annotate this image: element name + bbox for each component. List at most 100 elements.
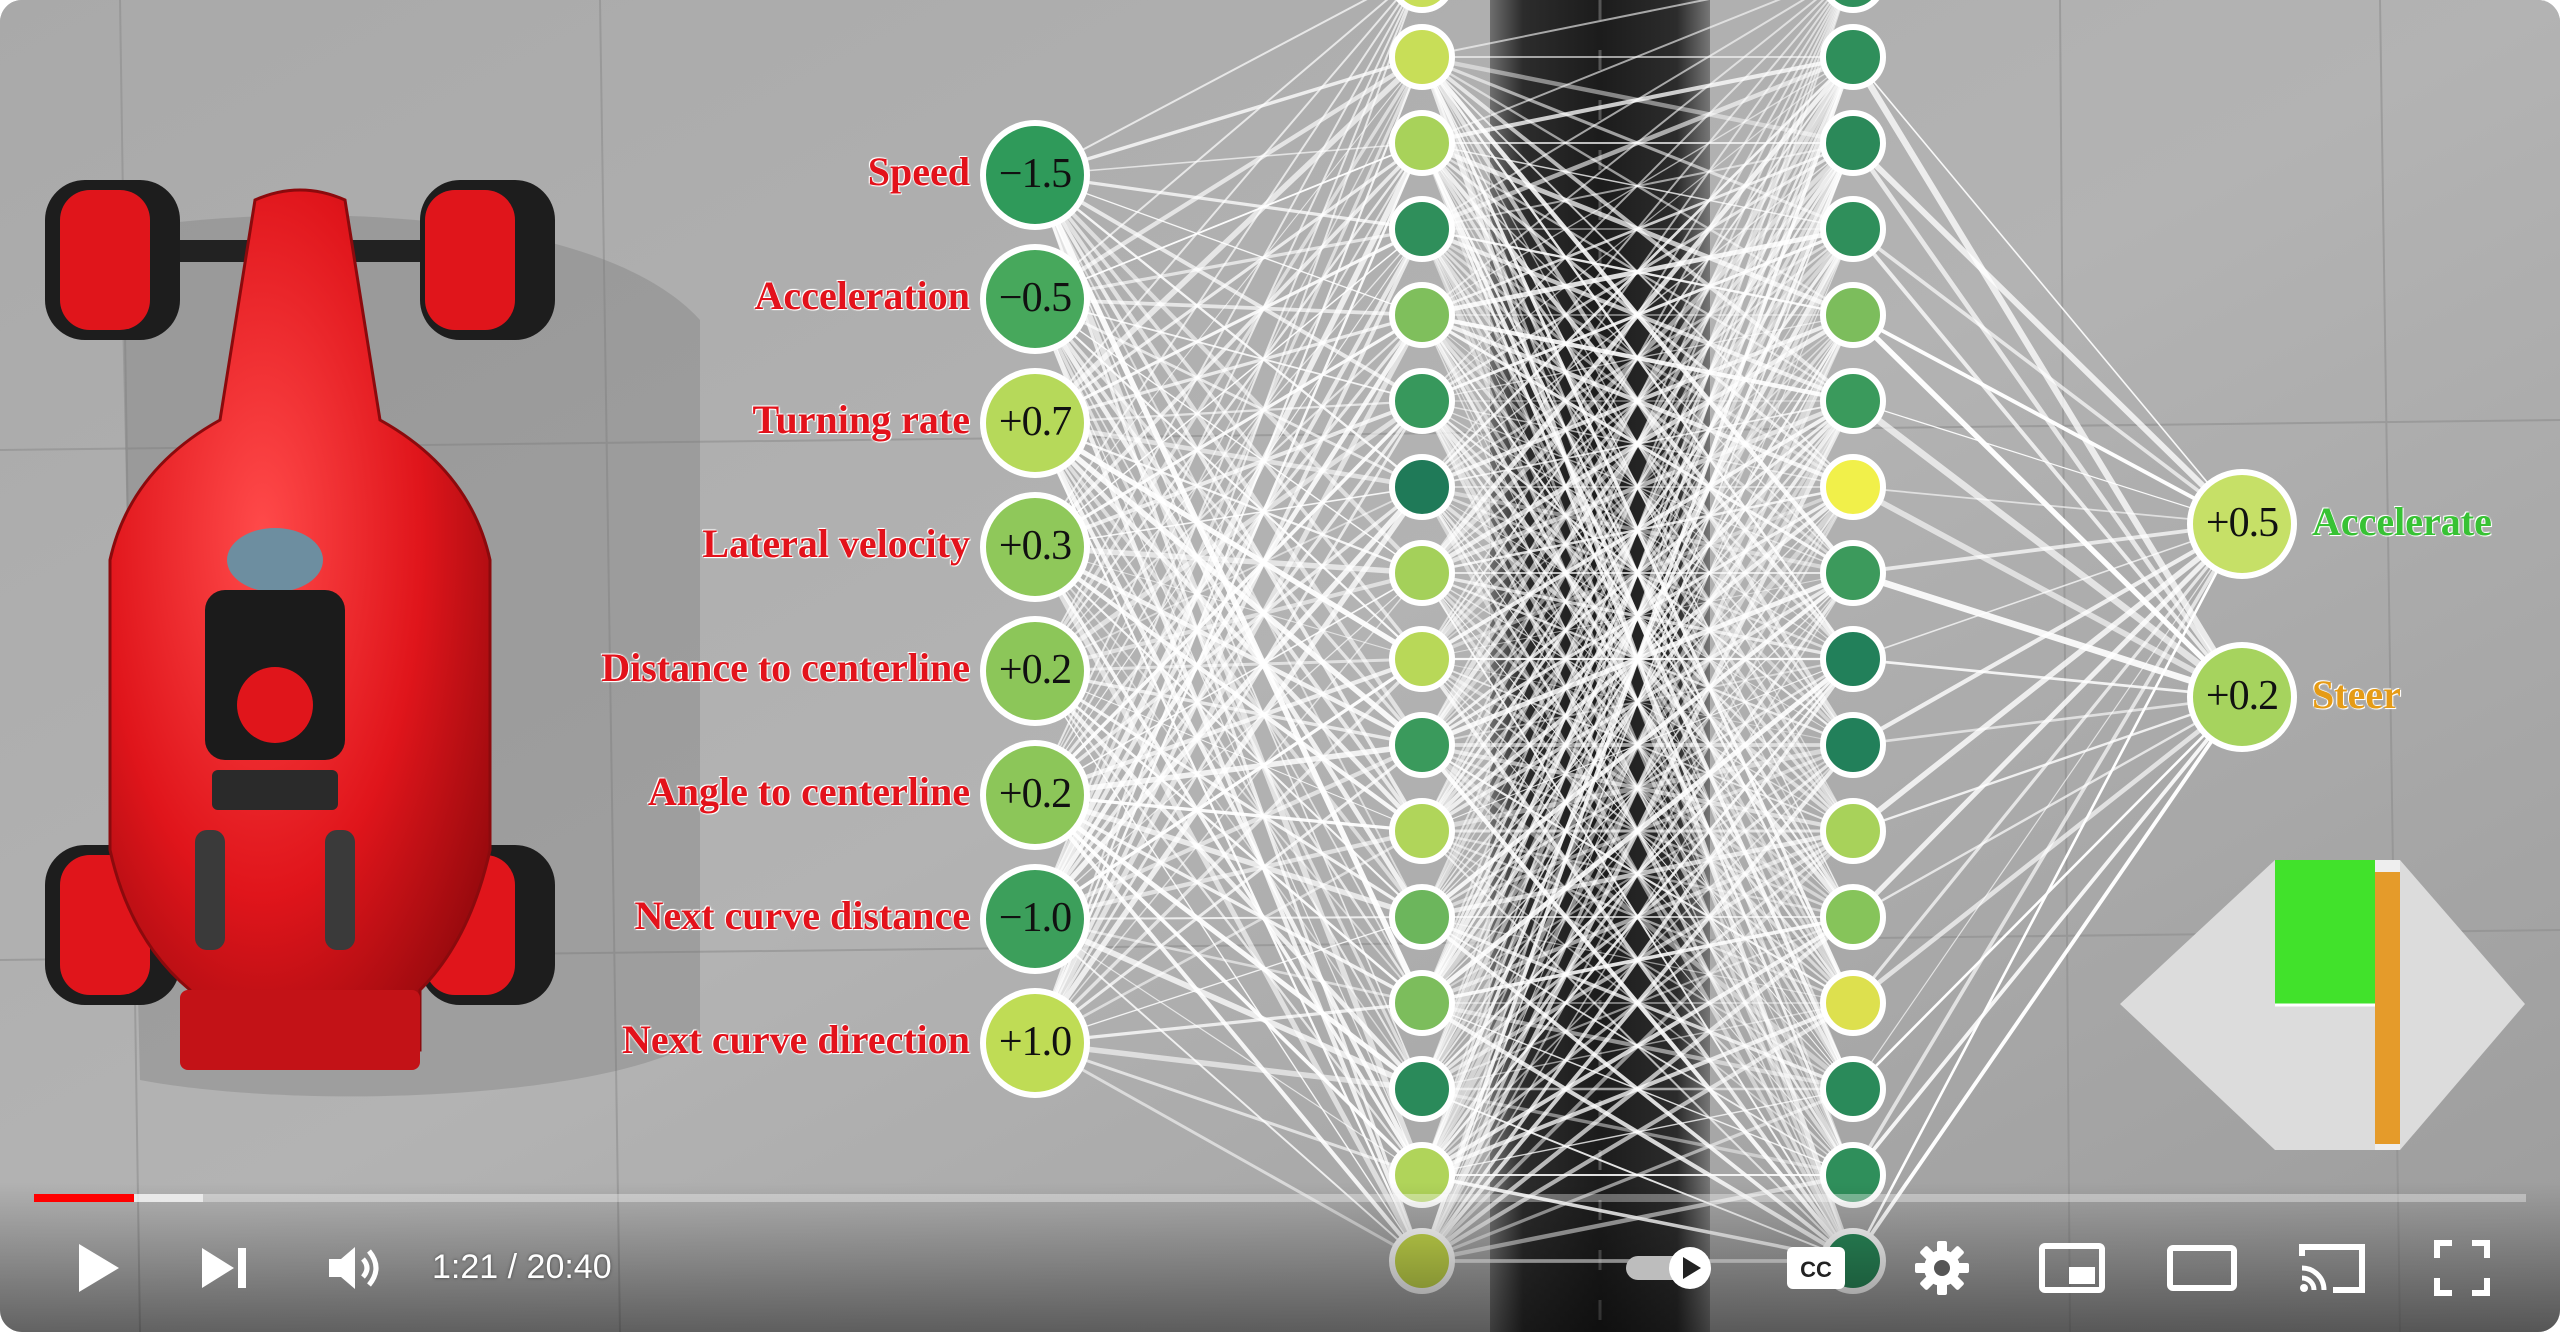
- input-label: Angle to centerline: [647, 769, 970, 814]
- duration: 20:40: [526, 1248, 612, 1286]
- connection-line: [1034, 1041, 1423, 1177]
- play-icon: [79, 1244, 119, 1292]
- current-time: 1:21: [432, 1248, 499, 1286]
- connection-line: [1851, 695, 2244, 1177]
- connection-line: [1034, 669, 1423, 919]
- connection-line: [1851, 522, 2244, 919]
- hidden-node: [1389, 712, 1455, 778]
- connection-line: [1034, 298, 1423, 1004]
- connection-line: [1032, 485, 1425, 921]
- hidden-node: [1820, 110, 1886, 176]
- input-value: +1.0: [998, 1019, 1072, 1065]
- connection-line: [1033, 313, 1424, 797]
- connection-line: [1033, 657, 1424, 1045]
- connection-line: [1034, 0, 1413, 1044]
- connection-line: [1034, 918, 1423, 1176]
- connection-line: [1421, 1087, 1854, 1263]
- connection-line: [1033, 56, 1424, 1044]
- connection-line: [1033, 399, 1424, 921]
- connection-line: [1420, 1001, 1855, 1263]
- connection-line: [1034, 0, 1411, 920]
- connection-line: [1852, 400, 2243, 525]
- connection-line: [1421, 0, 1842, 1004]
- connection-line: [1420, 400, 1855, 1262]
- hidden-node: [1389, 24, 1455, 90]
- progress-played: [34, 1194, 134, 1202]
- input-value: +0.7: [998, 399, 1072, 445]
- connection-line: [1420, 743, 1855, 1263]
- connection-line: [1034, 571, 1423, 673]
- connection-line: [1421, 0, 1818, 316]
- hidden-node: [1820, 1142, 1886, 1208]
- theater-mode-button[interactable]: [2160, 1232, 2244, 1304]
- connection-line: [1420, 56, 1855, 1262]
- connection-line: [1421, 0, 1838, 746]
- connection-line: [1034, 916, 1423, 1044]
- connection-line: [1033, 793, 1424, 1177]
- connection-line: [1421, 486, 1854, 1262]
- connection-line: [1420, 829, 1855, 1263]
- connection-line: [1421, 0, 1844, 1176]
- autoplay-toggle[interactable]: [1620, 1232, 1720, 1304]
- connection-line: [1421, 0, 1830, 488]
- connection-line: [1420, 657, 1855, 1263]
- connection-line: [1034, 142, 1423, 796]
- input-label: Distance to centerline: [601, 645, 970, 690]
- connection-line: [1033, 298, 1424, 1090]
- miniplayer-button[interactable]: [2030, 1232, 2114, 1304]
- play-button[interactable]: [58, 1232, 138, 1304]
- connection-line: [1033, 669, 1424, 1091]
- hidden-node: [1389, 1056, 1455, 1122]
- connection-line: [1421, 0, 1781, 144]
- connection-line: [1034, 0, 1410, 796]
- hidden-node: [1820, 626, 1886, 692]
- mute-button[interactable]: [314, 1232, 394, 1304]
- connection-line: [1032, 313, 1425, 921]
- fullscreen-button[interactable]: [2420, 1232, 2504, 1304]
- connection-line: [1034, 399, 1423, 549]
- connection-line: [1033, 422, 1424, 1262]
- input-value: −1.0: [998, 895, 1072, 941]
- settings-button[interactable]: [1902, 1232, 1982, 1304]
- hidden-node: [1389, 1142, 1455, 1208]
- connection-line: [1421, 0, 1836, 660]
- connection-line: [1421, 0, 1841, 918]
- connection-line: [1032, 141, 1425, 921]
- gauge-right-triangle: [2400, 860, 2525, 1150]
- connection-line: [1034, 670, 1423, 832]
- input-label: Speed: [867, 149, 970, 194]
- input-label: Next curve direction: [621, 1017, 970, 1062]
- connection-line: [1034, 0, 1404, 548]
- connection-line: [1034, 313, 1423, 425]
- input-node: [980, 492, 1090, 602]
- connection-line: [1033, 56, 1424, 920]
- hidden-node: [1389, 540, 1455, 606]
- control-gauge: [2120, 860, 2525, 1150]
- connection-line: [1033, 228, 1424, 1044]
- connection-line: [1421, 572, 1854, 1262]
- connection-line: [1034, 743, 1423, 1045]
- connection-line: [1421, 0, 1840, 832]
- connection-line: [1852, 56, 2243, 525]
- input-value: −0.5: [998, 275, 1072, 321]
- connection-line: [1421, 142, 1854, 1262]
- connection-line: [1034, 0, 1368, 176]
- connection-line: [1421, 0, 1710, 58]
- gauge-steer-fill: [2375, 872, 2400, 1144]
- time-separator: /: [498, 1248, 527, 1286]
- progress-bar[interactable]: [34, 1194, 2526, 1202]
- connection-line: [1034, 313, 1423, 549]
- connection-line: [1034, 228, 1423, 672]
- connection-line: [1034, 1001, 1423, 1045]
- connection-line: [1033, 420, 1424, 662]
- connection-line: [1033, 297, 1424, 833]
- cast-button[interactable]: [2290, 1232, 2374, 1304]
- connection-line: [1851, 522, 2244, 747]
- subtitles-button[interactable]: CC: [1776, 1232, 1856, 1304]
- connection-line: [1034, 657, 1423, 673]
- input-node: [980, 864, 1090, 974]
- connection-line: [1033, 55, 1424, 301]
- next-button[interactable]: [184, 1232, 264, 1304]
